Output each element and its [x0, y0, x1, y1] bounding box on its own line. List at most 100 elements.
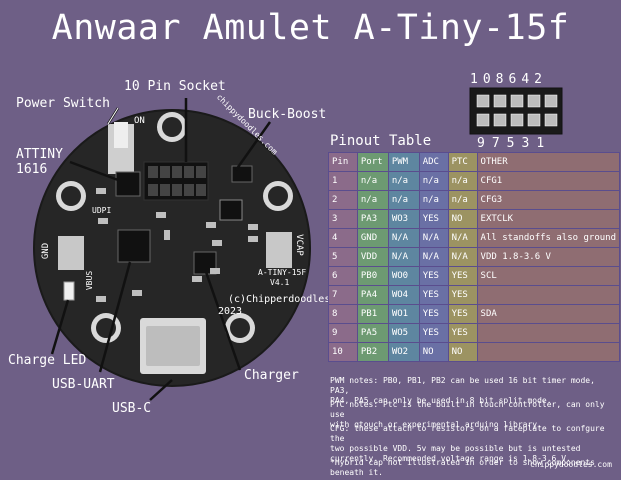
table-cell: YES — [447, 266, 478, 286]
table-cell: 3 — [328, 209, 358, 229]
copyright-label: (c)Chipperdoodles — [228, 294, 331, 305]
table-cell: YES — [418, 285, 449, 305]
mounting-hole — [56, 181, 86, 211]
version-label: V4.1 — [270, 278, 290, 287]
table-cell: WO3 — [387, 209, 420, 229]
table-cell: 10 — [328, 342, 358, 362]
pin-socket-label: 10 Pin Socket — [124, 79, 226, 94]
table-cell: N/A — [447, 228, 478, 248]
table-cell: WO1 — [387, 304, 420, 324]
table-cell: n/a — [447, 190, 478, 210]
table-cell: YES — [447, 285, 478, 305]
mounting-hole — [157, 112, 187, 142]
updi-label: UDPI — [92, 206, 112, 215]
usb-c-label: USB-C — [112, 401, 152, 416]
table-cell: GND — [356, 228, 389, 248]
table-cell: PA3 — [356, 209, 389, 229]
table-cell — [476, 323, 621, 343]
table-cell: 5 — [328, 247, 358, 267]
table-cell: WO4 — [387, 285, 420, 305]
charger-label: Charger — [244, 368, 299, 383]
header-num: 3 — [521, 136, 537, 151]
table-cell: n/a — [387, 190, 420, 210]
table-cell: n/a — [356, 190, 389, 210]
usb-uart-chip — [117, 229, 151, 263]
buck-boost-label: Buck-Boost — [248, 107, 327, 122]
table-cell: YES — [418, 323, 449, 343]
column-header: PWM — [387, 152, 420, 172]
table-cell: YES — [447, 304, 478, 324]
table-cell: YES — [418, 266, 449, 286]
table-cell: SCL — [476, 266, 621, 286]
pin-socket — [143, 161, 209, 201]
table-cell: All standoffs also ground — [476, 228, 621, 248]
column-header: PTC — [447, 152, 478, 172]
table-cell: PB0 — [356, 266, 389, 286]
table-cell: YES — [447, 323, 478, 343]
mounting-hole — [263, 181, 293, 211]
model-label: A-TINY-15F — [258, 268, 307, 277]
table-cell: PA4 — [356, 285, 389, 305]
usb-uart-label: USB-UART — [52, 377, 115, 392]
hybrid-cap-note: *Hybrid cap not illustrated in order to … — [330, 458, 595, 477]
header-num: 9 — [477, 136, 492, 151]
header-num: 4 — [521, 72, 535, 87]
header-num: 5 — [506, 136, 522, 151]
passive-components — [96, 188, 258, 302]
table-cell: PB2 — [356, 342, 389, 362]
table-cell: 1 — [328, 171, 358, 191]
table-cell: N/A — [387, 228, 420, 248]
header-num: 7 — [491, 136, 507, 151]
table-cell: CFG3 — [476, 190, 621, 210]
table-cell: WO2 — [387, 342, 420, 362]
table-cell: WO0 — [387, 266, 420, 286]
attiny-label: ATTINY 1616 — [16, 147, 63, 177]
table-cell: n/a — [447, 171, 478, 191]
table-cell: n/a — [418, 190, 449, 210]
table-cell: n/a — [356, 171, 389, 191]
table-cell: n/a — [387, 171, 420, 191]
header-bottom-numbers: 97531 — [477, 136, 551, 151]
header-num: 1 — [536, 136, 552, 151]
column-header: Pin — [328, 152, 358, 172]
gnd-pad — [58, 236, 84, 270]
column-header: OTHER — [476, 152, 621, 172]
inductor — [219, 199, 243, 221]
column-header: Port — [356, 152, 389, 172]
table-cell: 6 — [328, 266, 358, 286]
table-cell: N/A — [418, 247, 449, 267]
header-num: 8 — [495, 72, 509, 87]
cfg-notes: CFG: these attach to resistors on a face… — [330, 424, 605, 463]
table-cell: 8 — [328, 304, 358, 324]
ptc-notes: PTC notes: Ptc is the built in touch con… — [330, 400, 605, 429]
power-switch — [108, 122, 134, 174]
table-cell: N/A — [418, 228, 449, 248]
year-label: 2023 — [218, 306, 243, 317]
table-cell: VDD — [356, 247, 389, 267]
header-num: 10 — [470, 72, 496, 87]
mounting-hole — [225, 313, 255, 343]
column-header: ADC — [418, 152, 449, 172]
pwm-notes: PWM notes: PB0, PB1, PB2 can be used 16 … — [330, 376, 595, 405]
table-cell: NO — [447, 342, 478, 362]
table-cell: CFG1 — [476, 171, 621, 191]
header-top-numbers: 108642 — [470, 72, 547, 87]
pinout-heading: Pinout Table — [330, 133, 432, 149]
table-cell: 7 — [328, 285, 358, 305]
table-cell: 2 — [328, 190, 358, 210]
table-cell: NO — [418, 342, 449, 362]
table-cell: 9 — [328, 323, 358, 343]
table-cell — [476, 342, 621, 362]
page-title: Anwaar Amulet A-Tiny-15f — [51, 8, 570, 48]
charge-led — [63, 281, 75, 301]
table-cell: NO — [447, 209, 478, 229]
